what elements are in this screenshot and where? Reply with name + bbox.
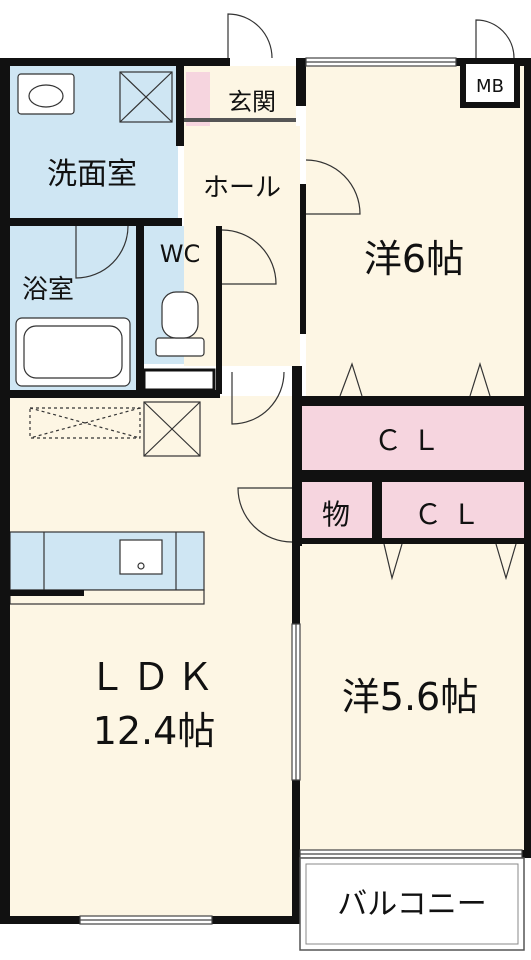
wash-basin	[17, 73, 75, 115]
closet-top-area	[302, 406, 524, 470]
closet-mid-area	[382, 482, 524, 538]
toilet-bowl	[161, 291, 199, 339]
label-hall: ホール	[203, 173, 281, 203]
toilet-tank	[155, 337, 205, 357]
doors	[75, 13, 517, 581]
label-entrance: 玄関	[228, 88, 276, 116]
mb-door	[475, 19, 515, 59]
bathtub	[15, 317, 131, 387]
windows	[79, 57, 523, 925]
closet-top-door-left	[339, 362, 363, 397]
closet-mid-door-right	[495, 543, 517, 581]
washer-space	[119, 71, 173, 123]
label-wc: WC	[160, 240, 201, 268]
storage-area	[302, 482, 372, 538]
closet-top-door-right	[469, 361, 491, 397]
label-ldk-name: ＬＤＫ	[88, 655, 220, 699]
basin-bowl	[28, 84, 64, 108]
entrance-door	[227, 13, 273, 59]
label-western-south: 洋5.6帖	[342, 675, 478, 719]
label-storage: 物	[322, 498, 350, 531]
door-ldk	[231, 371, 285, 425]
door-bath	[75, 225, 129, 279]
label-western-north: 洋6帖	[364, 237, 464, 281]
label-closet-mid: ＣＬ	[414, 498, 490, 531]
balcony	[299, 857, 525, 951]
western-south-area	[300, 544, 524, 850]
label-ldk-size: 12.4帖	[93, 709, 216, 753]
door-storage	[237, 487, 293, 543]
stove	[119, 539, 163, 575]
hall-area	[184, 126, 300, 366]
label-meter-box: MB	[476, 76, 504, 97]
label-bath: 浴室	[22, 275, 74, 305]
ldk-area	[10, 396, 294, 916]
room-fills	[10, 66, 524, 916]
door-wc	[221, 229, 277, 285]
label-balcony: バルコニー	[337, 887, 486, 922]
closet-mid-door-left	[383, 543, 403, 581]
dashed-storage	[29, 407, 141, 439]
pantry-box	[143, 401, 201, 457]
labels: 洗面室 浴室 WC 玄関 ホール 洋6帖 ＣＬ 物 ＣＬ ＬＤＫ 12.4帖 洋…	[22, 76, 504, 922]
label-washroom: 洗面室	[47, 157, 137, 192]
kitchen-counter	[9, 531, 205, 591]
label-closet-top: ＣＬ	[374, 424, 450, 457]
door-western-north	[305, 159, 361, 215]
western-north-area	[306, 66, 524, 400]
fixtures	[9, 71, 205, 605]
